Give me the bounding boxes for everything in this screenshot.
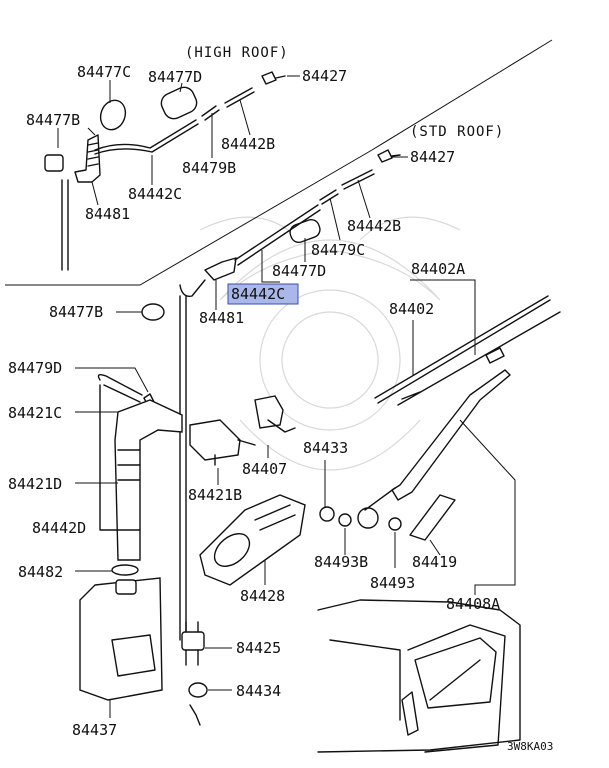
vehicle-wiper (429, 659, 481, 701)
label-84477D-high: 84477D (148, 68, 202, 86)
filler-neck-84421C (114, 399, 183, 561)
label-84425: 84425 (236, 639, 281, 657)
tailgate-outline (407, 624, 506, 753)
vehicle-motor (401, 691, 419, 736)
nozzle-84427-high (261, 71, 286, 85)
washer-84493B (338, 513, 352, 527)
label-84479C: 84479C (311, 241, 365, 259)
diagram-code: 3W8KA03 (507, 740, 553, 753)
roof-divider-line (5, 149, 373, 286)
hose-down-high (61, 179, 69, 271)
label-84442B-high: 84442B (221, 135, 275, 153)
label-84482: 84482 (18, 563, 63, 581)
cap-84477C (99, 99, 127, 131)
grommet-84477D-high (160, 86, 198, 120)
arm-pivot-link (364, 487, 396, 511)
label-84481-std: 84481 (199, 309, 244, 327)
wiper-arm-84408A (391, 369, 511, 501)
cap-84421B-pins (214, 439, 256, 466)
grommet-84434 (188, 682, 208, 698)
hose-84442B-std (341, 169, 375, 190)
wiper-blade-84402 (397, 311, 561, 406)
long-hose (179, 295, 187, 641)
roof-divider-line-upper (371, 39, 553, 151)
grommet-84407 (254, 395, 284, 429)
motor-84428 (199, 494, 306, 586)
highlight-box (227, 283, 299, 305)
label-84477B-mid: 84477B (49, 303, 103, 321)
label-84402A: 84402A (411, 260, 465, 278)
label-84442C-highlight: 84442C (231, 285, 285, 303)
coil-84481-std (204, 257, 237, 281)
joint-84479C (319, 189, 339, 205)
washer-84433 (319, 506, 335, 522)
label-84433: 84433 (303, 439, 348, 457)
hose-84442B-high (224, 87, 255, 108)
cap-84421B (189, 419, 241, 461)
motor-bracket (254, 504, 296, 531)
label-84442B-std: 84442B (347, 217, 401, 235)
coil-rings (87, 142, 99, 167)
label-84437: 84437 (72, 721, 117, 739)
section-std-roof: (STD ROOF) (410, 124, 504, 140)
hose-84442C-high (94, 119, 199, 155)
arm-cover-84419 (409, 494, 456, 541)
label-84407: 84407 (242, 460, 287, 478)
vehicle-outline (317, 599, 521, 753)
label-84481-high: 84481 (85, 205, 130, 223)
arm-pivot (357, 507, 379, 529)
label-84427-high: 84427 (302, 67, 347, 85)
motor-body (213, 533, 251, 567)
nut-84493 (388, 517, 402, 531)
leader-lines (57, 75, 516, 718)
label-84434: 84434 (236, 682, 281, 700)
label-84421C: 84421C (8, 404, 62, 422)
grommet-84477B-high (44, 154, 64, 172)
label-84421B: 84421B (188, 486, 242, 504)
joint-84479B (201, 105, 220, 121)
coil-84481-high (74, 134, 101, 183)
ring-84482 (111, 564, 139, 576)
hose-84479D (97, 373, 143, 403)
grommet-84477B-mid (141, 303, 165, 321)
label-84479B: 84479B (182, 159, 236, 177)
section-high-roof: (HIGH ROOF) (185, 45, 289, 61)
grommet-84407-tab (267, 419, 296, 433)
label-84479D: 84479D (8, 359, 62, 377)
filler-ribs-84421D (117, 449, 141, 481)
tank-recess (111, 634, 156, 677)
label-84402: 84402 (389, 300, 434, 318)
pump-84425-ports (185, 621, 199, 666)
nozzle-84427-std (377, 149, 401, 163)
label-84493B: 84493B (314, 553, 368, 571)
hose-84442C-std (234, 204, 321, 266)
label-84442D: 84442D (32, 519, 86, 537)
vehicle-side (329, 639, 401, 721)
label-84477C: 84477C (77, 63, 131, 81)
tank-hose (189, 704, 201, 726)
label-84421D: 84421D (8, 475, 62, 493)
elbow-84481 (179, 279, 206, 297)
pump-84425 (181, 631, 205, 651)
label-84477B-high: 84477B (26, 111, 80, 129)
label-84493: 84493 (370, 574, 415, 592)
label-84408A: 84408A (446, 595, 500, 613)
wiper-blade-84402A (374, 295, 551, 404)
label-84419: 84419 (412, 553, 457, 571)
hose-84442D (99, 384, 141, 531)
label-84442C-high: 84442C (128, 185, 182, 203)
label-84477D-std: 84477D (272, 262, 326, 280)
blade-clip (485, 347, 505, 364)
tank-cap (115, 579, 137, 595)
label-84427-std: 84427 (410, 148, 455, 166)
label-84428: 84428 (240, 587, 285, 605)
rear-window (414, 637, 497, 709)
